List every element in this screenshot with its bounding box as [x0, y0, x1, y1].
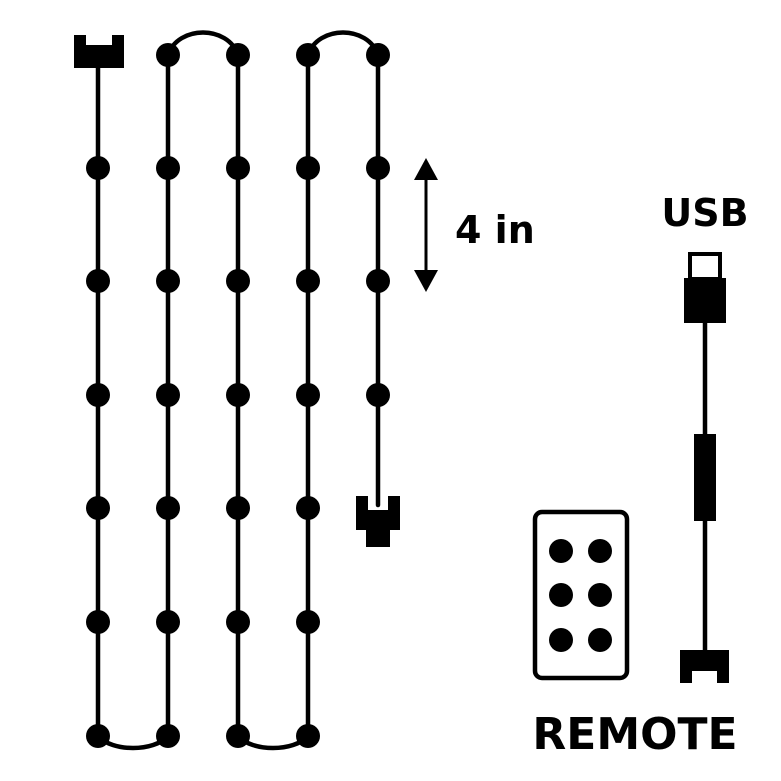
inline-controller-icon: [694, 434, 716, 521]
usb-end-connector-icon: [680, 650, 729, 683]
bulb-s4-1: [296, 43, 320, 67]
bulb-s2-1: [156, 43, 180, 67]
bulb-s5-3: [366, 269, 390, 293]
remote-button: [549, 539, 573, 563]
remote-label: REMOTE: [532, 709, 737, 760]
bulb-s2-5: [156, 496, 180, 520]
bulb-s1-2: [86, 269, 110, 293]
bulb-s2-6: [156, 610, 180, 634]
remote-button: [588, 539, 612, 563]
bulb-s4-5: [296, 496, 320, 520]
bulb-s4-4: [296, 383, 320, 407]
plug-connector-icon: [74, 35, 124, 68]
bulb-s2-4: [156, 383, 180, 407]
bulb-s3-7: [226, 724, 250, 748]
bulb-s2-3: [156, 269, 180, 293]
remote-buttons: [549, 539, 612, 652]
bulb-s4-2: [296, 156, 320, 180]
bulb-s3-5: [226, 496, 250, 520]
bulb-s4-6: [296, 610, 320, 634]
bulb-s3-3: [226, 269, 250, 293]
bulb-s1-6: [86, 724, 110, 748]
bulb-s1-4: [86, 496, 110, 520]
remote-control: [532, 509, 630, 681]
spacing-arrow: [414, 158, 438, 292]
bulb-s2-2: [156, 156, 180, 180]
bulb-s5-1: [366, 43, 390, 67]
bulb-s3-4: [226, 383, 250, 407]
spacing-label: 4 in: [455, 208, 535, 252]
remote-button: [588, 628, 612, 652]
bulb-s1-3: [86, 383, 110, 407]
bulbs: [86, 43, 390, 748]
remote-button: [549, 583, 573, 607]
socket-connector-icon: [356, 496, 400, 547]
remote-button: [549, 628, 573, 652]
usb-plug-body-icon: [684, 278, 726, 323]
bulb-s5-4: [366, 383, 390, 407]
remote-button: [588, 583, 612, 607]
bulb-s3-1: [226, 43, 250, 67]
usb-label: USB: [661, 191, 748, 235]
usb-plug-tip-icon: [688, 252, 722, 281]
bulb-s2-7: [156, 724, 180, 748]
bulb-s4-7: [296, 724, 320, 748]
bulb-s1-5: [86, 610, 110, 634]
bulb-s1-1: [86, 156, 110, 180]
bulb-s5-2: [366, 156, 390, 180]
usb-cable: USB: [661, 191, 749, 683]
bulb-s3-6: [226, 610, 250, 634]
bulb-s3-2: [226, 156, 250, 180]
bulb-s4-3: [296, 269, 320, 293]
remote-body: [532, 509, 630, 681]
